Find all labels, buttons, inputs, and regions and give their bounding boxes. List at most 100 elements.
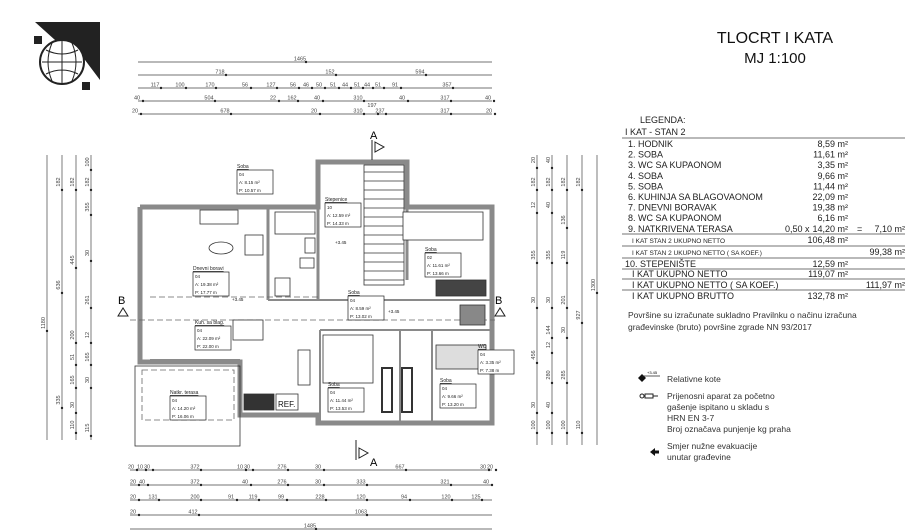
dimension-tick bbox=[424, 73, 428, 77]
dimension-tick bbox=[535, 411, 539, 415]
symbol-level-label: Relativne kote bbox=[667, 374, 721, 384]
dining-table bbox=[232, 319, 264, 341]
dimension-tick bbox=[224, 73, 228, 77]
dimension-tick bbox=[580, 431, 584, 435]
legend-item-label: 2. SOBA bbox=[628, 150, 663, 160]
dimension-label: 120 bbox=[356, 495, 365, 501]
symbol-extinguisher-2: gašenje ispitano u skladu s bbox=[667, 402, 769, 412]
dimension-label: 412 bbox=[188, 510, 197, 516]
dimension-label: 127 bbox=[266, 83, 275, 89]
symbol-extinguisher-4: Broj označava punjenje kg praha bbox=[667, 424, 791, 434]
legend-item-label: 8. WC SA KUPAONOM bbox=[628, 213, 721, 223]
dimension-label: 144 bbox=[546, 325, 552, 334]
legend-item-value: 11,61 m² bbox=[813, 150, 848, 160]
section-markers: A A B B bbox=[117, 130, 506, 469]
room-tag-box bbox=[477, 349, 515, 375]
dimension-label: 335 bbox=[56, 395, 62, 404]
sofa bbox=[199, 209, 239, 225]
dimension-tick bbox=[550, 188, 554, 192]
legend-heading: LEGENDA: bbox=[640, 115, 686, 125]
dimension-tick bbox=[535, 306, 539, 310]
room-name: Stepenice bbox=[325, 197, 347, 203]
dimension-tick bbox=[285, 498, 289, 502]
dimension-label: 119 bbox=[249, 495, 258, 501]
dimension-label: 30 bbox=[546, 297, 552, 303]
dimension-label: 30 bbox=[70, 402, 76, 408]
double-bed bbox=[322, 334, 374, 384]
dimension-label: 1180 bbox=[41, 317, 47, 329]
dimension-label: 310 bbox=[353, 109, 362, 115]
room-code: 04 bbox=[350, 298, 356, 303]
dimension-label: 40 bbox=[399, 96, 405, 102]
dimension-label: 100 bbox=[175, 83, 184, 89]
dimension-label: 30 bbox=[531, 402, 537, 408]
dimension-tick bbox=[310, 86, 314, 90]
dimension-tick bbox=[371, 86, 375, 90]
dimension-label: 927 bbox=[576, 310, 582, 319]
dimension-label: 46 bbox=[303, 83, 309, 89]
dimension-tick bbox=[89, 306, 93, 310]
dimension-label: 30 bbox=[561, 327, 567, 333]
dimension-tick bbox=[382, 86, 386, 90]
room-perimeter: P: 13.02 m bbox=[350, 314, 372, 319]
dimension-tick bbox=[404, 468, 408, 472]
dimension-label: 100 bbox=[561, 420, 567, 429]
dimension-label: 357 bbox=[442, 83, 451, 89]
legend-terrace-eq: = bbox=[857, 224, 862, 234]
dimension-tick bbox=[322, 483, 326, 487]
dimension-tick bbox=[89, 386, 93, 390]
room-area: A: 9.66 m² bbox=[442, 394, 463, 399]
dimension-label: 51 bbox=[330, 83, 336, 89]
dimension-tick bbox=[493, 112, 497, 116]
legend-item-value: 3,35 m² bbox=[817, 160, 848, 170]
dimension-tick bbox=[362, 112, 366, 116]
fridge bbox=[275, 393, 299, 411]
dimension-tick bbox=[449, 99, 453, 103]
dimension-label: 228 bbox=[315, 495, 324, 501]
room-perimeter: P: 13.66 m bbox=[427, 271, 449, 276]
dimension-label: 94 bbox=[401, 495, 407, 501]
terrace-inner bbox=[141, 369, 235, 421]
dimension-tick bbox=[449, 112, 453, 116]
dimension-label: 1465 bbox=[294, 57, 306, 63]
dimension-tick bbox=[535, 188, 539, 192]
dimension-label: 51 bbox=[354, 83, 360, 89]
dimension-tick bbox=[580, 188, 584, 192]
bathtub bbox=[274, 211, 316, 235]
dimension-tick bbox=[213, 99, 217, 103]
room-perimeter: P: 14.33 m bbox=[327, 221, 349, 226]
legend-item-value: 6,16 m² bbox=[817, 213, 848, 223]
room-perimeter: P: 17.77 m bbox=[195, 290, 217, 295]
dimension-label: 372 bbox=[190, 465, 199, 471]
dimension-tick bbox=[74, 431, 78, 435]
dimension-tick bbox=[235, 498, 239, 502]
wardrobe bbox=[435, 279, 487, 297]
dimension-label: 237 bbox=[375, 109, 384, 115]
section-b-left: B bbox=[118, 295, 125, 307]
room-name: Dnevni boravi bbox=[193, 266, 224, 272]
dimension-label: 276 bbox=[277, 480, 286, 486]
dimension-label: 50 bbox=[316, 83, 322, 89]
legend-stan-koef-label: I KAT STAN 2 UKUPNO NETTO ( SA KOEF.) bbox=[632, 250, 762, 257]
room-tag-box bbox=[424, 252, 462, 278]
dimension-tick bbox=[89, 341, 93, 345]
dimension-label: 20 bbox=[130, 480, 136, 486]
dimension-label: 165 bbox=[70, 375, 76, 384]
dimension-label: 100 bbox=[546, 420, 552, 429]
symbol-extinguisher-1: Prijenosni aparat za početno bbox=[667, 391, 775, 401]
dimension-label: 40 bbox=[134, 96, 140, 102]
dimension-label: 40 bbox=[546, 202, 552, 208]
legend-item-value: 8,59 m² bbox=[817, 139, 848, 149]
legend-kat-netto-value: 119,07 m² bbox=[808, 269, 848, 279]
dimension-tick bbox=[137, 483, 141, 487]
room-tag-box bbox=[194, 325, 232, 351]
dimension-tick bbox=[199, 468, 203, 472]
room-perimeter: P: 16.06 m bbox=[172, 414, 194, 419]
room-perimeter: P: 10.57 m bbox=[239, 188, 261, 193]
room-name: Soba bbox=[348, 290, 360, 296]
